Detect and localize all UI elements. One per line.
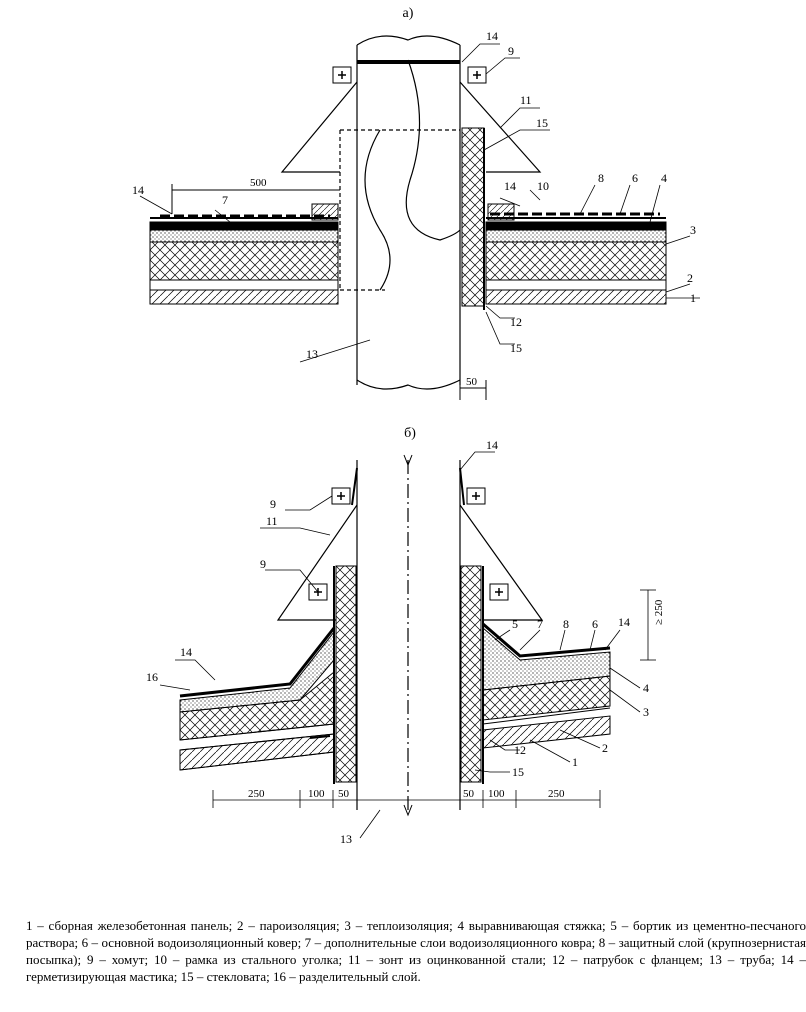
callouts-a-group: 14 9 11 15 500 7 14 14 10 8 6 4 3 2 1 12… bbox=[132, 29, 696, 388]
callout-a: 11 bbox=[520, 93, 532, 107]
callout-a: 13 bbox=[306, 347, 318, 361]
callout-a: 10 bbox=[537, 179, 549, 193]
callout-a: 3 bbox=[690, 223, 696, 237]
callout-b: 4 bbox=[643, 681, 649, 695]
dimension-b: 50 bbox=[338, 788, 350, 800]
callout-b: 14 bbox=[618, 615, 630, 629]
callout-b: 8 bbox=[563, 617, 569, 631]
callout-b: 11 bbox=[266, 514, 278, 528]
dimension-b: ≥ 250 bbox=[653, 599, 665, 625]
callout-a: 14 bbox=[132, 183, 144, 197]
umbrella-b bbox=[276, 467, 544, 621]
callout-a: 2 bbox=[687, 271, 693, 285]
callout-b: 6 bbox=[592, 617, 598, 631]
callout-a: 8 bbox=[598, 171, 604, 185]
callout-b: 14 bbox=[180, 645, 192, 659]
dimension-b: 100 bbox=[308, 788, 325, 800]
callout-a: 9 bbox=[508, 44, 514, 58]
callout-a: 12 bbox=[510, 315, 522, 329]
part-a-title: а) bbox=[403, 6, 414, 21]
callout-b: 13 bbox=[340, 832, 352, 846]
dimension-b: 250 bbox=[548, 788, 565, 800]
callout-b: 16 bbox=[146, 670, 158, 684]
callout-b: 7 bbox=[537, 617, 543, 631]
dimension-b: 250 bbox=[248, 788, 265, 800]
callout-b: 9 bbox=[270, 497, 276, 511]
callout-b: 2 bbox=[602, 741, 608, 755]
callout-a: 14 bbox=[504, 179, 516, 193]
clamp-a-right bbox=[467, 66, 487, 84]
part-b-title: б) bbox=[404, 426, 416, 441]
legend-caption: 1 – сборная железобетонная панель; 2 – п… bbox=[26, 918, 806, 984]
dimension-b: 50 bbox=[463, 788, 475, 800]
technical-drawing: а) б) 14 9 11 15 500 7 14 14 10 8 6 4 3 … bbox=[132, 6, 700, 846]
callout-a: 7 bbox=[222, 193, 228, 207]
callout-a: 14 bbox=[486, 29, 498, 43]
callout-b: 5 bbox=[512, 617, 518, 631]
dimension-b: 100 bbox=[488, 788, 505, 800]
callout-b: 14 bbox=[486, 438, 498, 452]
callouts-b-group: 14 9 11 9 5 7 8 6 14 ≥ 250 14 16 4 3 2 1… bbox=[146, 438, 665, 846]
callout-a: 15 bbox=[510, 341, 522, 355]
callout-a: 15 bbox=[536, 116, 548, 130]
pipe-a bbox=[339, 35, 461, 390]
callout-b: 15 bbox=[512, 765, 524, 779]
callout-a: 4 bbox=[661, 171, 667, 185]
dimension-a: 50 bbox=[466, 376, 478, 388]
callout-b: 1 bbox=[572, 755, 578, 769]
part-b-drawing bbox=[159, 451, 656, 839]
part-a-drawing bbox=[139, 35, 700, 400]
roof-layers-b-left bbox=[179, 627, 336, 771]
clamp-a-left bbox=[332, 66, 352, 84]
umbrella-a bbox=[280, 81, 542, 173]
roof-layers-a-left bbox=[149, 217, 339, 305]
leaders-b bbox=[159, 451, 641, 839]
dimension-a: 500 bbox=[250, 177, 267, 189]
roof-layers-a-right bbox=[485, 217, 667, 305]
roof-layers-b-right bbox=[482, 622, 611, 749]
leaders-a bbox=[139, 43, 700, 363]
callout-b: 12 bbox=[514, 743, 526, 757]
pipe-b bbox=[356, 454, 461, 817]
callout-a: 1 bbox=[690, 291, 696, 305]
callout-b: 3 bbox=[643, 705, 649, 719]
callout-a: 6 bbox=[632, 171, 638, 185]
callout-b: 9 bbox=[260, 557, 266, 571]
dimensions-b bbox=[212, 589, 656, 808]
